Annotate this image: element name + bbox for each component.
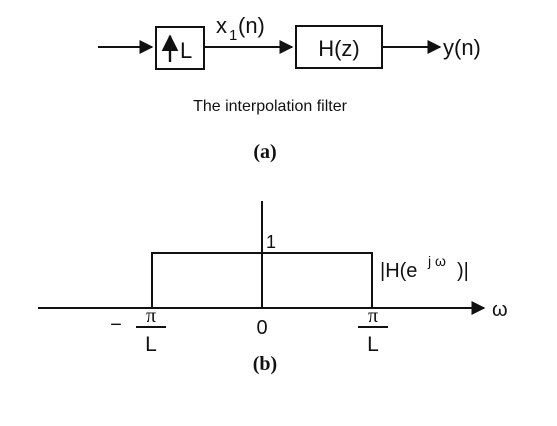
tick-minus-pi-over-l: − π L (110, 305, 166, 356)
magnitude-label: |H(e j ω )| (380, 253, 469, 282)
intermediate-signal-arg: (n) (238, 13, 265, 38)
panel-label-a: (a) (253, 141, 276, 163)
tick-right-numerator: π (368, 305, 378, 327)
output-signal-label: y(n) (443, 35, 481, 60)
upsampler-label: L (180, 38, 192, 63)
tick-left-numerator: π (146, 305, 156, 327)
tick-zero: 0 (256, 317, 267, 339)
magnitude-label-base: |H(e (380, 260, 417, 282)
tick-left-sign: − (110, 314, 122, 336)
intermediate-signal-subscript: 1 (229, 27, 237, 44)
magnitude-label-exponent: j ω (427, 253, 446, 269)
filter-label: H(z) (318, 36, 360, 61)
tick-pi-over-l: π L (358, 305, 388, 356)
tick-left-denominator: L (145, 333, 157, 356)
block-diagram: L x 1 (n) H(z) y(n) The interpolation fi… (98, 13, 481, 163)
intermediate-signal-label: x 1 (n) (216, 13, 265, 44)
magnitude-label-close: )| (457, 260, 469, 282)
ideal-lowpass-response (151, 252, 373, 308)
intermediate-signal-base: x (216, 13, 227, 38)
filter-block (295, 25, 383, 69)
tick-right-denominator: L (367, 333, 379, 356)
frequency-response-plot: ω 1 |H(e j ω )| − π L 0 π L (b) (38, 201, 508, 375)
omega-axis-label: ω (492, 299, 508, 321)
gain-label: 1 (266, 232, 276, 252)
panel-label-b: (b) (253, 353, 277, 375)
block-diagram-caption: The interpolation filter (193, 98, 348, 115)
